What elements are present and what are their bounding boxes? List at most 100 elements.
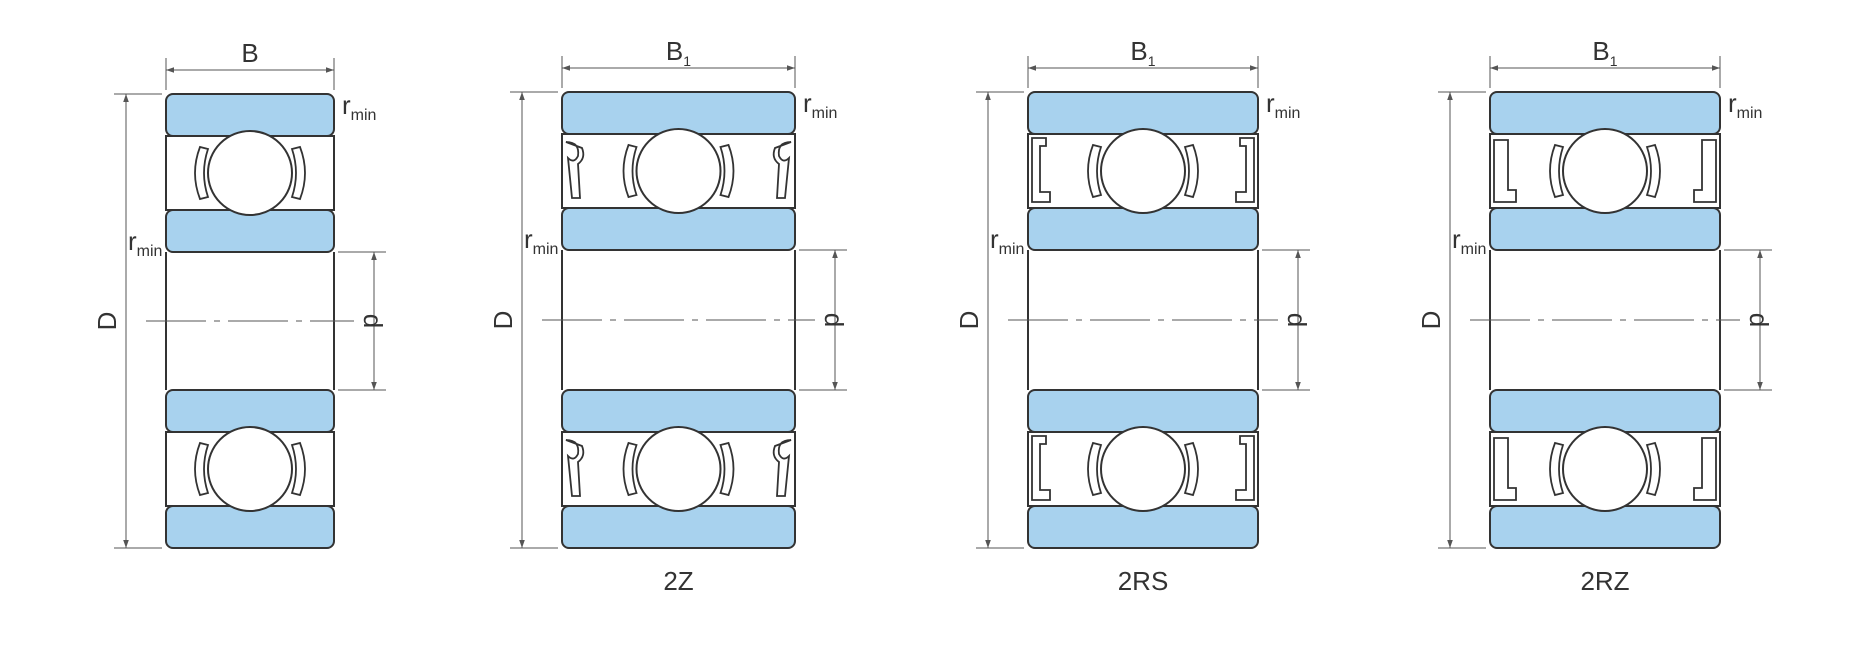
cage-right (290, 441, 306, 497)
outer-ring-top (1027, 91, 1259, 135)
cage-right (1183, 143, 1199, 199)
radius-subscript: min (351, 107, 377, 124)
cage-left (622, 441, 638, 497)
width-label: B (241, 38, 258, 68)
radius-subscript: min (812, 105, 838, 122)
ball (1562, 128, 1648, 214)
seal-left-bottom (1235, 435, 1255, 501)
width-label: B1 (666, 36, 691, 69)
outer-ring-bottom (1027, 505, 1259, 549)
inner-ring-bottom (165, 389, 335, 433)
seal-left-top (1693, 139, 1717, 203)
radius-symbol: r (803, 88, 812, 118)
width-subscript: 1 (1148, 53, 1156, 69)
radius-symbol: r (524, 224, 533, 254)
cage-left (1549, 143, 1565, 199)
seal-right-top (565, 141, 585, 199)
seal-right-top (1493, 139, 1517, 203)
ball (1562, 426, 1648, 512)
width-symbol: B (1592, 36, 1609, 66)
rmin-label-inner: rmin (524, 224, 558, 258)
cage-left (1087, 441, 1103, 497)
width-label: B1 (1592, 36, 1617, 69)
rmin-label-outer: rmin (342, 90, 376, 124)
inner-ring-top (1489, 207, 1721, 251)
cage-left (194, 441, 210, 497)
inner-ring-bottom (561, 389, 796, 433)
radius-symbol: r (128, 226, 137, 256)
width-symbol: B (241, 38, 258, 68)
cage-left (194, 145, 210, 201)
seal-left-bottom (772, 439, 792, 497)
width-symbol: B (666, 36, 683, 66)
seal-right-bottom (1031, 435, 1051, 501)
inner-ring-bottom (1027, 389, 1259, 433)
d-label: d (819, 313, 849, 327)
radius-subscript: min (1461, 241, 1487, 258)
inner-ring-bottom (1489, 389, 1721, 433)
rmin-label-outer: rmin (1728, 88, 1762, 122)
radius-subscript: min (1737, 105, 1763, 122)
radius-subscript: min (137, 243, 163, 260)
D-label: D (954, 311, 984, 330)
ball (207, 426, 293, 512)
width-symbol: B (1130, 36, 1147, 66)
ball (1100, 128, 1186, 214)
radius-subscript: min (1275, 105, 1301, 122)
radius-subscript: min (533, 241, 559, 258)
seal-right-bottom (565, 439, 585, 497)
width-label: B1 (1130, 36, 1155, 69)
outer-ring-bottom (561, 505, 796, 549)
D-label: D (488, 311, 518, 330)
radius-symbol: r (1728, 88, 1737, 118)
outer-ring-bottom (165, 505, 335, 549)
outer-ring-top (165, 93, 335, 137)
width-subscript: 1 (683, 53, 691, 69)
cage-right (719, 441, 735, 497)
seal-left-top (772, 141, 792, 199)
cage-right (1645, 143, 1661, 199)
outer-ring-top (561, 91, 796, 135)
radius-symbol: r (990, 224, 999, 254)
ball (1100, 426, 1186, 512)
cage-right (719, 143, 735, 199)
cage-right (1183, 441, 1199, 497)
D-label: D (92, 312, 122, 331)
seal-left-bottom (1693, 437, 1717, 501)
variant-caption-2rs: 2RS (1118, 566, 1169, 596)
d-label: d (1744, 313, 1774, 327)
outer-ring-bottom (1489, 505, 1721, 549)
inner-ring-top (561, 207, 796, 251)
ball (635, 426, 722, 512)
rmin-label-outer: rmin (803, 88, 837, 122)
seal-left-top (1235, 137, 1255, 203)
radius-symbol: r (1266, 88, 1275, 118)
d-label: d (1282, 313, 1312, 327)
rmin-label-inner: rmin (990, 224, 1024, 258)
width-subscript: 1 (1610, 53, 1618, 69)
seal-right-top (1031, 137, 1051, 203)
seal-right-bottom (1493, 437, 1517, 501)
d-label: d (358, 314, 388, 328)
D-label: D (1416, 311, 1446, 330)
variant-caption-2rz: 2RZ (1580, 566, 1629, 596)
ball (635, 128, 722, 214)
variant-caption-2z: 2Z (663, 566, 693, 596)
cage-left (1087, 143, 1103, 199)
rmin-label-outer: rmin (1266, 88, 1300, 122)
cage-right (1645, 441, 1661, 497)
radius-symbol: r (1452, 224, 1461, 254)
cage-left (1549, 441, 1565, 497)
rmin-label-inner: rmin (128, 226, 162, 260)
radius-subscript: min (999, 241, 1025, 258)
cage-right (290, 145, 306, 201)
inner-ring-top (165, 209, 335, 253)
cage-left (622, 143, 638, 199)
radius-symbol: r (342, 90, 351, 120)
outer-ring-top (1489, 91, 1721, 135)
